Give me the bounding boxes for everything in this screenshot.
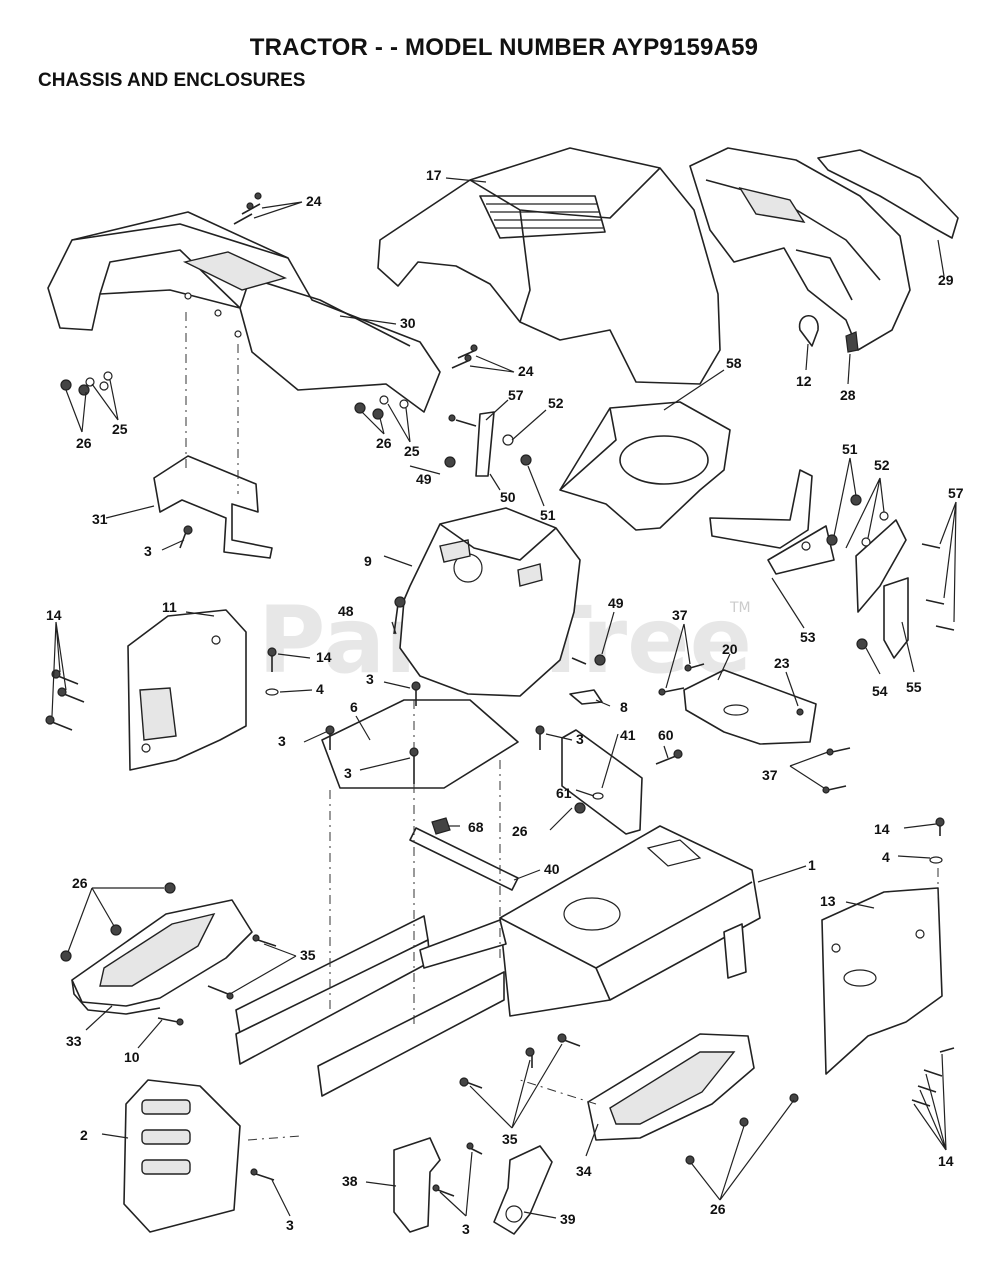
part-grille-lens (817, 149, 959, 239)
callout-14: 14 (316, 649, 332, 665)
callout-41: 41 (620, 727, 636, 743)
callout-26: 26 (710, 1201, 726, 1217)
callout-34: 34 (576, 1163, 592, 1179)
callout-3: 3 (278, 733, 286, 749)
callout-57: 57 (508, 387, 524, 403)
callout-4: 4 (316, 681, 324, 697)
callout-25: 25 (112, 421, 128, 437)
callout-8: 8 (620, 699, 628, 715)
callout-25: 25 (404, 443, 420, 459)
watermark-trademark: TM (729, 600, 751, 616)
part-cover-plate (321, 699, 519, 789)
part-bracket-left (393, 1137, 441, 1233)
callout-49: 49 (608, 595, 624, 611)
callout-26: 26 (376, 435, 392, 451)
callout-23: 23 (774, 655, 790, 671)
part-bracket-right (493, 1145, 553, 1235)
assembly-guide-lines (185, 312, 939, 1141)
section-subtitle: CHASSIS AND ENCLOSURES (38, 70, 306, 91)
part-dash-panel-right (821, 887, 943, 1075)
callout-50: 50 (500, 489, 516, 505)
callout-39: 39 (560, 1211, 576, 1227)
callout-24: 24 (306, 193, 322, 209)
callout-11: 11 (162, 599, 177, 615)
callout-35: 35 (300, 947, 316, 963)
part-bracket (153, 455, 273, 559)
callout-14: 14 (874, 821, 890, 837)
part-footrest-left (71, 899, 253, 1015)
callout-51: 51 (842, 441, 858, 457)
callout-29: 29 (938, 272, 954, 288)
part-hood-latch (798, 314, 819, 347)
callout-26: 26 (72, 875, 88, 891)
callout-26: 26 (512, 823, 528, 839)
callout-12: 12 (796, 373, 812, 389)
part-step-plate (123, 1079, 241, 1233)
callout-26: 26 (76, 435, 92, 451)
callout-51: 51 (540, 507, 556, 523)
callout-3: 3 (144, 543, 152, 559)
callout-49: 49 (416, 471, 432, 487)
callout-60: 60 (658, 727, 674, 743)
part-dash-panel-left (127, 609, 247, 771)
part-footrest-right (587, 1033, 755, 1141)
callout-3: 3 (286, 1217, 294, 1233)
callout-1: 1 (808, 857, 816, 873)
callout-35: 35 (502, 1131, 518, 1147)
part-dash (399, 507, 581, 697)
callout-13: 13 (820, 893, 836, 909)
callout-3: 3 (462, 1221, 470, 1237)
part-side-bracket (561, 729, 643, 835)
callout-61: 61 (556, 785, 572, 801)
callout-labels: 17 24 29 30 24 26 25 26 25 12 28 58 57 5… (46, 167, 964, 1237)
callout-31: 31 (92, 511, 108, 527)
callout-4: 4 (882, 849, 890, 865)
part-frame (235, 825, 761, 1097)
callout-3: 3 (576, 731, 584, 747)
callout-37: 37 (762, 767, 778, 783)
page-title: TRACTOR - - MODEL NUMBER AYP9159A59 (249, 34, 759, 61)
callout-33: 33 (66, 1033, 82, 1049)
callout-37: 37 (672, 607, 688, 623)
callout-38: 38 (342, 1173, 358, 1189)
part-mount-bracket (683, 669, 817, 745)
part-grille (689, 147, 911, 353)
callout-28: 28 (840, 387, 856, 403)
part-hood-pan (559, 401, 731, 531)
callout-53: 53 (800, 629, 816, 645)
leader-lines (51, 177, 957, 1219)
callout-68: 68 (468, 819, 484, 835)
callout-52: 52 (548, 395, 564, 411)
callout-2: 2 (80, 1127, 88, 1143)
callout-9: 9 (364, 553, 372, 569)
callout-57: 57 (948, 485, 964, 501)
callout-17: 17 (426, 167, 442, 183)
callout-3: 3 (366, 671, 374, 687)
callout-20: 20 (722, 641, 738, 657)
callout-58: 58 (726, 355, 742, 371)
hardware (45, 192, 955, 1197)
callout-6: 6 (350, 699, 358, 715)
part-support-bar (409, 827, 519, 891)
callout-10: 10 (124, 1049, 140, 1065)
part-hood (377, 147, 721, 385)
part-fender (47, 211, 441, 413)
part-hinge-bracket (883, 577, 909, 659)
callout-52: 52 (874, 457, 890, 473)
callout-24: 24 (518, 363, 534, 379)
callout-40: 40 (544, 861, 560, 877)
callout-55: 55 (906, 679, 922, 695)
callout-30: 30 (400, 315, 416, 331)
callout-48: 48 (338, 603, 354, 619)
callout-54: 54 (872, 683, 888, 699)
callout-3: 3 (344, 765, 352, 781)
part-hood-bracket (709, 469, 907, 613)
callout-14: 14 (46, 607, 62, 623)
callout-14: 14 (938, 1153, 954, 1169)
